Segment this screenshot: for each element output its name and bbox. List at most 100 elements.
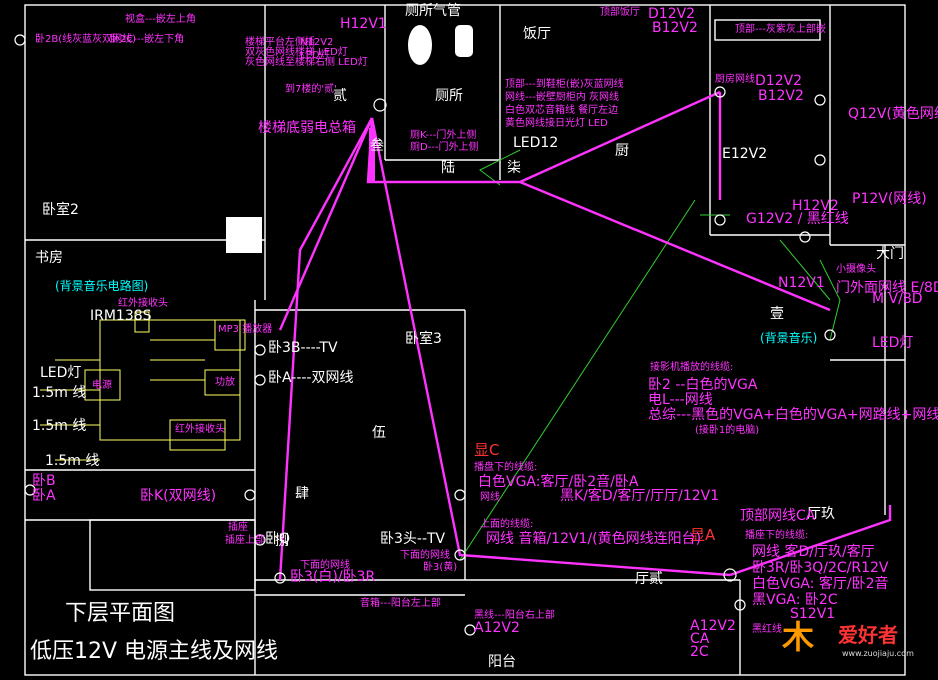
kitchen-notes-1: 顶部---到鞋柜(嵌)灰蓝网线 bbox=[505, 77, 624, 90]
room-front-door: 大门 bbox=[876, 246, 904, 262]
left-b: 卧B bbox=[32, 473, 56, 489]
cable-markers: 壹 贰 叁 肆 伍 陆 柒 捌 bbox=[275, 87, 784, 549]
cable-to-door bbox=[519, 180, 831, 312]
balcony-2: 黑线---阳台右上部 bbox=[474, 608, 555, 621]
left-a: 卧A bbox=[32, 488, 56, 504]
cable-marker-8: 捌 bbox=[275, 533, 289, 549]
sockets bbox=[14, 34, 836, 636]
led-top-label: LED灯 bbox=[300, 49, 330, 61]
led12-label: LED12 bbox=[513, 135, 558, 151]
ir-receiver-block bbox=[134, 311, 150, 333]
toilet-fixtures bbox=[408, 25, 473, 65]
plug-left-top: 插座上部 bbox=[225, 533, 265, 546]
room-bedroom2: 卧室2 bbox=[42, 201, 79, 218]
cable-to-hall bbox=[729, 505, 892, 577]
left-double: 卧K(双网线) bbox=[140, 488, 216, 504]
c2-label: 2C bbox=[690, 644, 709, 660]
amp-block bbox=[204, 369, 241, 396]
socket-kitchen-right2 bbox=[814, 154, 826, 166]
room-study: 书房 bbox=[35, 250, 63, 266]
cable-to-bedroom3 bbox=[278, 117, 374, 581]
top-left-2: 卧2B(线灰蓝灰双网线) bbox=[35, 32, 136, 45]
n12v1-label: N12V1 bbox=[778, 275, 825, 291]
bg-music-circuit bbox=[40, 311, 246, 461]
socket-balcony2 bbox=[734, 599, 746, 611]
kitchen-network: 厨房网线 bbox=[715, 72, 755, 85]
room-hall-two: 厅贰 bbox=[635, 570, 663, 587]
room-balcony: 阳台 bbox=[488, 654, 516, 670]
e12v2-label: E12V2 bbox=[722, 146, 767, 162]
logo-name: 爱好者 bbox=[838, 623, 898, 647]
bottom-right-3: 卧3R/卧3Q/2C/R12V bbox=[752, 560, 889, 576]
g12v2-label: G12V2 / 黑红线 bbox=[746, 211, 849, 227]
socket-q bbox=[254, 534, 266, 546]
d12v2-top: D12V2 bbox=[648, 6, 695, 22]
title-block: 下层平面图 低压12V 电源主线及网线 bbox=[30, 601, 278, 664]
socket-left-mid bbox=[244, 489, 256, 501]
h12v1-label: H12V1 bbox=[340, 16, 387, 32]
bottom-right-5: 黑VGA: 卧2C bbox=[752, 592, 838, 608]
walls bbox=[24, 4, 906, 676]
socket-left-b bbox=[24, 484, 36, 496]
kitchen-notes-3: 白色双芯音箱线 餐厅左边 bbox=[505, 103, 618, 116]
cable-marker-3: 叁 bbox=[370, 137, 384, 154]
n12v2-label: N12V2 bbox=[300, 37, 333, 48]
green-line-b bbox=[459, 199, 696, 561]
kitchen-notes-4: 黄色网线接日光灯 LED bbox=[505, 116, 608, 129]
ir-head: 红外接收头 bbox=[175, 422, 225, 435]
toilet-icon bbox=[408, 25, 432, 65]
cable-to-bedroom3-tv bbox=[278, 117, 374, 331]
bottom-right-6: S12V1 bbox=[790, 606, 835, 622]
socket-kitchen-bottom bbox=[714, 214, 726, 226]
mid-6: 网线 音箱/12V1/(黄色网线连阳台) bbox=[486, 530, 701, 547]
ir-head-block bbox=[169, 419, 226, 451]
socket-bedroom3b bbox=[454, 489, 466, 501]
stair-box-label: 楼梯底弱电总箱 bbox=[258, 120, 356, 136]
socket-balcony bbox=[464, 624, 476, 636]
p12v2-label: P12V(网线) bbox=[852, 191, 927, 207]
bedroom3-tv3: 卧3头--TV bbox=[380, 531, 446, 547]
a12v2-1: A12V2 bbox=[474, 620, 520, 636]
kitchen-notes-2: 网线---嵌壁厨柜内 灰网线 bbox=[505, 90, 619, 103]
bg-music-small: (背景音乐) bbox=[760, 330, 817, 345]
cable-marker-4: 肆 bbox=[295, 486, 309, 502]
kitchen-counter bbox=[714, 19, 821, 41]
bottom-lower-2: 卧3(白)/卧3R bbox=[290, 569, 375, 585]
bottom-right-4: 白色VGA: 客厅/卧2音 bbox=[752, 575, 889, 592]
room-restaurant: 饭厅 bbox=[523, 26, 551, 42]
display-a: 显A bbox=[690, 526, 716, 544]
ca-label: 顶部网线CA bbox=[740, 508, 816, 524]
small-camera: 小摄像头 bbox=[836, 262, 876, 275]
h12v2-label: H12V2 bbox=[792, 198, 839, 214]
socket-b3a bbox=[254, 374, 266, 386]
logo-mark: 木 bbox=[781, 618, 814, 656]
study-mp3: MP3 播放器 bbox=[218, 322, 272, 335]
wire-15-2: 1.5m 线 bbox=[32, 418, 86, 434]
socket-stair bbox=[373, 98, 387, 112]
top-left-3: 卧2C---嵌左下角 bbox=[110, 32, 184, 45]
mid-3: 网线 bbox=[480, 490, 500, 503]
cable-marker-2: 贰 bbox=[333, 87, 347, 104]
bg-music-title: (背景音乐电路图) bbox=[55, 278, 148, 293]
mid-5: 上面的线缆: bbox=[480, 517, 533, 530]
stair-top-label: 到7楼的'贰' bbox=[285, 82, 337, 95]
q-label: 卧Q bbox=[265, 531, 290, 547]
mid-1: 播盘下的线缆: bbox=[474, 460, 537, 473]
display-c: 显C bbox=[474, 441, 499, 459]
bedroom3-tv1: 卧3B----TV bbox=[268, 340, 338, 356]
top-right-1: 顶部饭厅 bbox=[600, 5, 640, 18]
amp-label: 功放 bbox=[215, 375, 235, 388]
kitchen-b12v2: B12V2 bbox=[758, 88, 804, 104]
wire-15-1: 1.5m 线 bbox=[32, 385, 86, 401]
bottom-right-7: 黑红线 bbox=[752, 622, 782, 635]
outer-wall bbox=[24, 4, 906, 676]
power-label: 电源 bbox=[92, 378, 112, 391]
cable-marker-1: 壹 bbox=[770, 306, 784, 322]
study-ir: 红外接收头 bbox=[118, 296, 168, 309]
study-labels: (背景音乐电路图) 红外接收头 IRM138S MP3 播放器 LED灯 1.5… bbox=[32, 278, 272, 469]
ca2-label: CA bbox=[690, 631, 710, 647]
room-labels: 饭厅 厕所 厕所气管 卧室2 书房 卧室3 厨 大门 阳台 厅玖 厅贰 bbox=[35, 3, 904, 670]
led-driver-block bbox=[84, 369, 121, 401]
top-left-6: 灰色网线至楼梯右侧 LED灯 bbox=[245, 55, 368, 68]
